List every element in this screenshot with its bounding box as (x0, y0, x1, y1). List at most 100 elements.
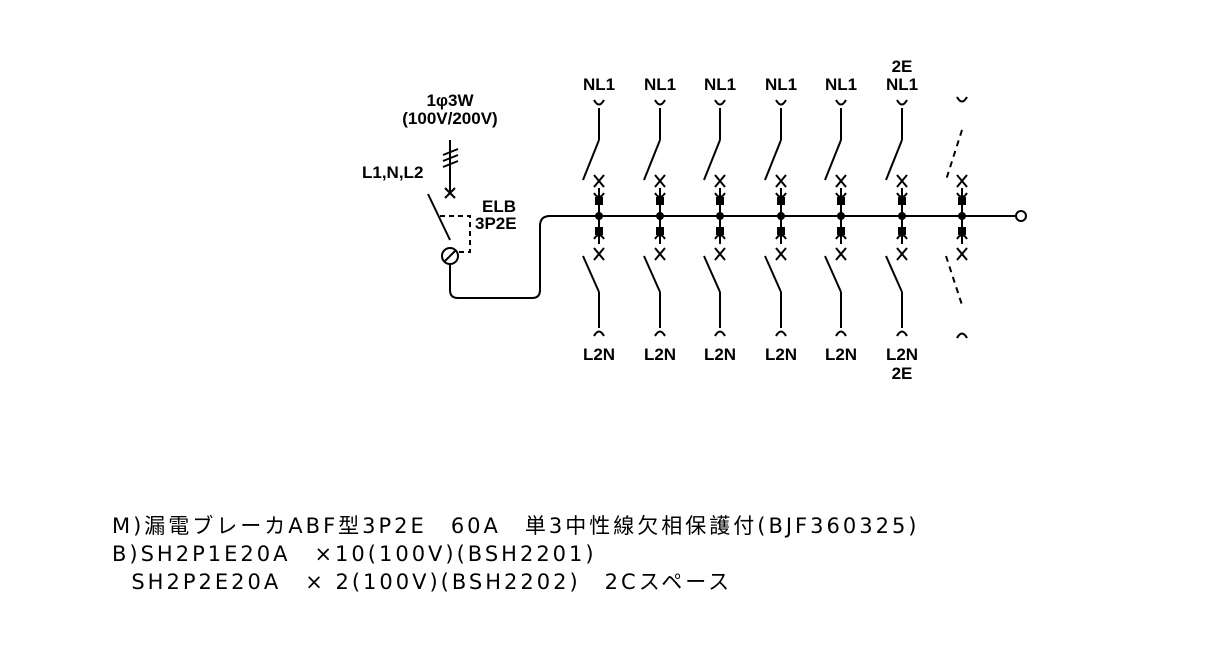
supply-phase-label: 1φ3W (426, 91, 474, 110)
feeder-bus (449, 215, 1016, 299)
bus-junction-dot (595, 212, 603, 220)
bottom-switch-blade (764, 255, 782, 293)
contact-block-bottom (595, 227, 603, 235)
wire-tick-3 (442, 160, 459, 168)
top-cross-b (896, 174, 908, 188)
sensor-slash (443, 249, 457, 263)
bottom-cross-b (896, 247, 908, 261)
spare-branch (945, 96, 968, 339)
branch-top-label: NL1 (825, 75, 857, 94)
contact-block-bottom (716, 227, 724, 235)
contact-block-bottom (777, 227, 785, 235)
branch-bottom-label: L2N (825, 345, 857, 364)
branch-top-label: NL1 (583, 75, 615, 94)
supply-lines-label: L1,N,L2 (362, 163, 423, 182)
bottom-switch-blade (643, 255, 661, 293)
note-branch-breakers-2: SH2P2E20A × 2(100V)(BSH2202) 2Cスペース (112, 570, 733, 594)
contact-block-top (716, 197, 724, 205)
supply-cross-b (444, 187, 456, 199)
branch-circuit (824, 99, 847, 337)
bottom-terminal (714, 330, 726, 337)
bottom-switch-blade (945, 255, 963, 306)
top-cross-b (654, 174, 666, 188)
note-branch-breakers-1: B)SH2P1E20A ×10(100V)(BSH2201) (112, 542, 597, 566)
branch-circuit (885, 99, 908, 337)
top-cross-b (714, 174, 726, 188)
bus-junction-dot (958, 212, 966, 220)
bottom-terminal (835, 330, 847, 337)
top-terminal (896, 99, 908, 106)
top-switch-blade (582, 139, 600, 181)
bottom-cross-b (956, 247, 968, 261)
contact-block-bottom (837, 227, 845, 235)
main-breaker-name: ELB (482, 197, 516, 216)
branch-bottom-label: L2N (886, 345, 918, 364)
branch-top-label: NL1 (644, 75, 676, 94)
branch-bottom-label: L2N (644, 345, 676, 364)
note-main-breaker: M)漏電ブレーカABF型3P2E 60A 単3中性線欠相保護付(BJF36032… (112, 514, 920, 538)
contact-block-top (656, 197, 664, 205)
bus-junction-dot (837, 212, 845, 220)
branch-circuit (764, 99, 787, 337)
branch-top-label: NL1 (704, 75, 736, 94)
bus-junction-dot (716, 212, 724, 220)
bus-junction-dot (656, 212, 664, 220)
top-cross-b (775, 174, 787, 188)
bus-junction-dot (898, 212, 906, 220)
branch-top-extra-label: 2E (892, 57, 913, 76)
branch-bottom-extra-label: 2E (892, 364, 913, 383)
branch-bottom-label: L2N (583, 345, 615, 364)
bus-junction-dot (777, 212, 785, 220)
contact-block-bottom (898, 227, 906, 235)
bottom-cross-b (835, 247, 847, 261)
bottom-cross-b (593, 247, 605, 261)
wire-tick-1 (442, 148, 459, 156)
bus-end-terminal (1015, 210, 1027, 222)
contact-block-top (898, 197, 906, 205)
top-terminal (835, 99, 847, 106)
contact-block-bottom (656, 227, 664, 235)
top-cross-b (593, 174, 605, 188)
top-terminal (775, 99, 787, 106)
top-cross-b (956, 174, 968, 188)
contact-block-bottom (958, 227, 966, 235)
top-switch-blade (824, 139, 842, 181)
contact-block-top (837, 197, 845, 205)
main-breaker-trip-link (440, 215, 471, 253)
bottom-terminal (593, 330, 605, 337)
branch-bottom-label: L2N (765, 345, 797, 364)
top-terminal (654, 99, 666, 106)
bottom-terminal (956, 332, 968, 339)
branch-top-label: NL1 (765, 75, 797, 94)
top-terminal (956, 96, 968, 103)
top-switch-blade (945, 129, 963, 181)
supply-voltage-label: (100V/200V) (402, 109, 497, 128)
bottom-terminal (654, 330, 666, 337)
bottom-switch-blade (824, 255, 842, 293)
bottom-terminal (775, 330, 787, 337)
main-breaker-contact (427, 193, 451, 241)
wire-tick-2 (442, 154, 459, 162)
contact-block-top (958, 197, 966, 205)
contact-block-top (595, 197, 603, 205)
branch-bottom-label: L2N (704, 345, 736, 364)
contact-block-top (777, 197, 785, 205)
branch-top-label: NL1 (886, 75, 918, 94)
top-cross-b (835, 174, 847, 188)
bottom-cross-b (714, 247, 726, 261)
top-switch-blade (643, 139, 661, 181)
top-switch-blade (703, 139, 721, 181)
branch-circuit (703, 99, 726, 337)
top-switch-blade (885, 139, 903, 181)
main-breaker-poles: 3P2E (475, 214, 517, 233)
bottom-terminal (896, 330, 908, 337)
bottom-switch-blade (885, 255, 903, 293)
bottom-switch-blade (703, 255, 721, 293)
top-switch-blade (764, 139, 782, 181)
branch-circuit (582, 99, 605, 337)
bottom-cross-b (775, 247, 787, 261)
top-terminal (714, 99, 726, 106)
bottom-switch-blade (582, 255, 600, 293)
